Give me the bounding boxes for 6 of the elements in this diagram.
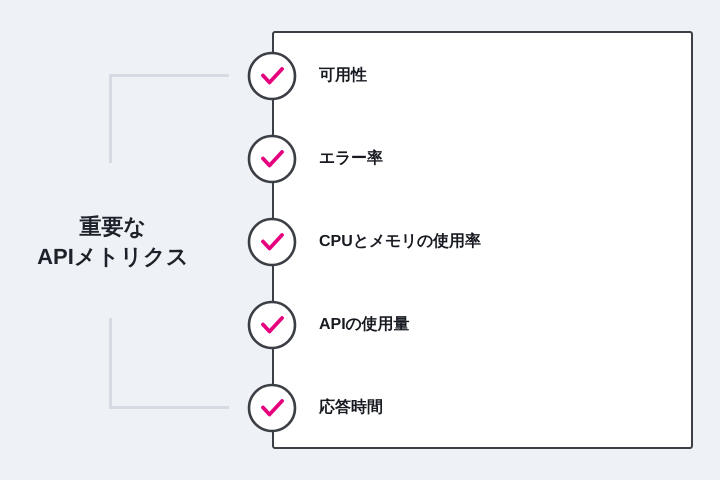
list-item: CPUとメモリの使用率 — [319, 230, 481, 254]
list-item: エラー率 — [319, 147, 383, 171]
list-item: 応答時間 — [319, 396, 383, 420]
list-item: 可用性 — [319, 64, 367, 88]
heading: 重要なAPIメトリクス — [36, 213, 190, 271]
list-item: APIの使用量 — [319, 313, 410, 337]
